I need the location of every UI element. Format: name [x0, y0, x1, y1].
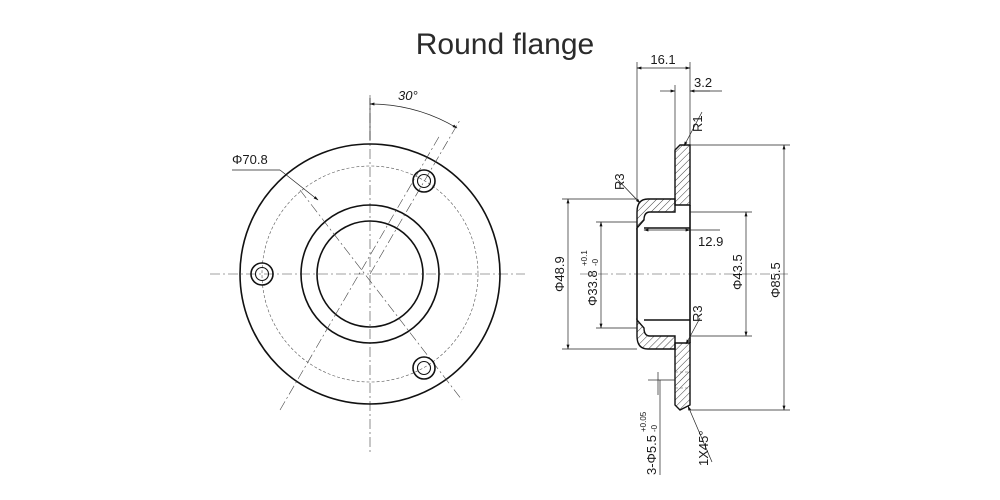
neck-wall-bottom [636, 318, 676, 350]
neck-outer-circle [300, 204, 440, 344]
hole-tol-upper: +0.05 [639, 411, 648, 432]
r3-bottom-leader [685, 317, 701, 345]
hole-spec-label: 3-Φ5.5 [644, 435, 659, 475]
hole-tol-lower: -0 [650, 424, 659, 432]
flange-plate-bottom [674, 342, 691, 411]
neck-outer-dia-label: Φ48.9 [552, 256, 567, 292]
bolt-hole-top-right [412, 169, 436, 193]
outer-radius-label: R1 [690, 115, 705, 132]
inner-radius-top-label: R3 [612, 173, 627, 190]
hole-axis-bottom [279, 134, 441, 411]
side-view: 16.1 3.2 R1 R3 12.9 Φ48.9 Φ33.8 +0.1 -0 [552, 52, 790, 475]
neck-inner-dia-label: Φ43.5 [730, 254, 745, 290]
chamfer-label: 1X45° [696, 430, 711, 466]
bolt-circle-label: Φ70.8 [232, 152, 268, 167]
flange-thickness-label: 3.2 [694, 75, 712, 90]
drawing-title: Round flange [416, 28, 594, 61]
bolt-hole-bottom-right [412, 356, 436, 380]
inner-radius-bottom-label: R3 [690, 305, 705, 322]
front-view: 30° Φ70.8 [210, 88, 525, 455]
angle-label: 30° [398, 88, 418, 103]
bore-tol-lower: -0 [591, 258, 600, 266]
bolt-hole-left [250, 262, 274, 286]
bore-circle [316, 220, 424, 328]
flange-outer-circle [239, 143, 501, 405]
hole-axis-top [369, 119, 461, 275]
flange-plate-top [674, 144, 691, 206]
neck-depth-label: 12.9 [698, 234, 723, 249]
flange-outer-dia-label: Φ85.5 [768, 262, 783, 298]
angle-arc [369, 102, 458, 129]
chamfer-leader [687, 405, 713, 463]
bore-dia-label: Φ33.8 [585, 270, 600, 306]
bolt-circle-leader-diag [279, 169, 319, 201]
neck-wall-top [636, 198, 676, 230]
bore-tol-upper: +0.1 [580, 250, 589, 266]
bolt-circle [261, 165, 479, 383]
total-depth-label: 16.1 [650, 52, 675, 67]
r1-leader [683, 111, 703, 147]
